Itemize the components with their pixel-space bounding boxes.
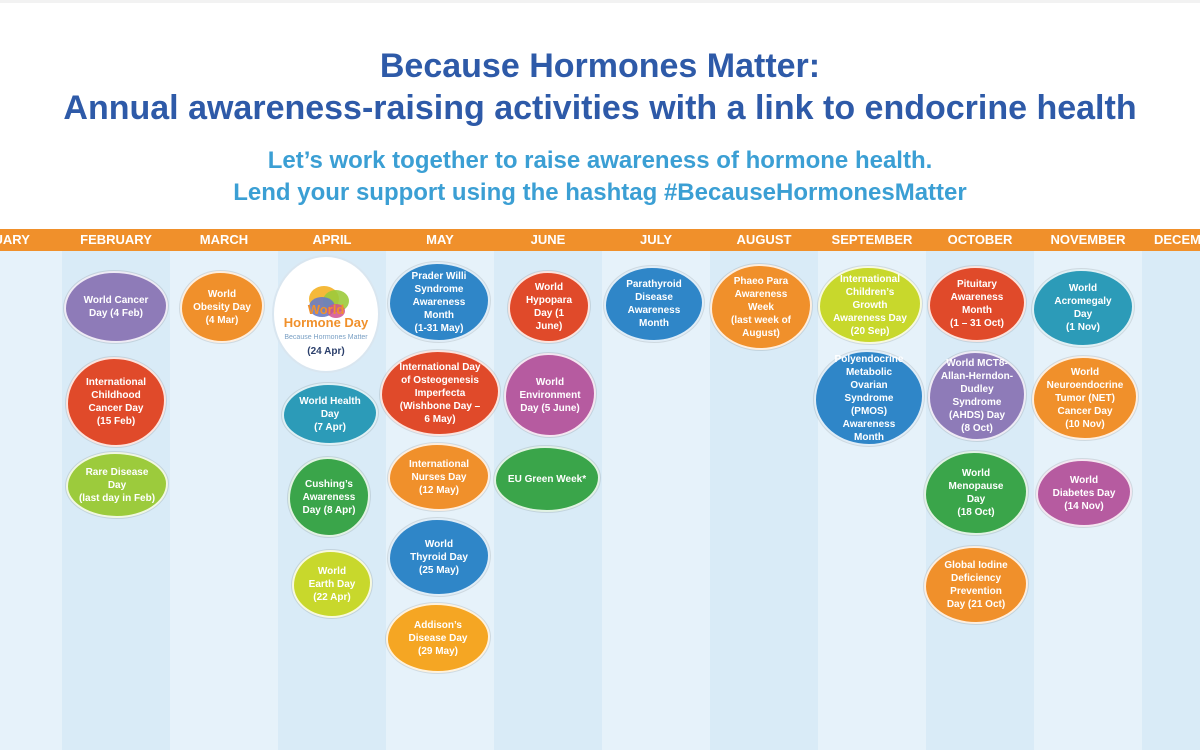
event-world-menopause-day[interactable]: World Menopause Day (18 Oct)	[924, 451, 1028, 535]
subtitle-line-2: Lend your support using the hashtag #Bec…	[233, 179, 967, 206]
whd-tagline: Because Hormones Matter	[284, 334, 368, 341]
event-world-hypopara-day[interactable]: World Hypopara Day (1 June)	[508, 271, 590, 343]
event-world-diabetes-day[interactable]: World Diabetes Day (14 Nov)	[1036, 459, 1132, 527]
month-july: JULY	[639, 232, 673, 247]
month-header-bar: NUARY FEBRUARY MARCH APRIL MAY JUNE JULY…	[0, 229, 1200, 251]
month-april: APRIL	[312, 232, 352, 247]
month-february: FEBRUARY	[80, 232, 152, 247]
event-pmos-awareness-month[interactable]: Polyendocrine Metabolic Ovarian Syndrome…	[814, 350, 924, 446]
event-prader-willi-awareness-month[interactable]: Prader Willi Syndrome Awareness Month (1…	[388, 262, 490, 342]
month-november: NOVEMBER	[1050, 232, 1126, 247]
page-title-line-1: Because Hormones Matter:	[379, 47, 821, 85]
event-world-health-day[interactable]: World Health Day (7 Apr)	[282, 383, 378, 445]
event-osteogenesis-imperfecta-day[interactable]: International Day of Osteogenesis Imperf…	[380, 350, 500, 436]
event-cushings-awareness-day[interactable]: Cushing’s Awareness Day (8 Apr)	[288, 457, 370, 537]
event-world-acromegaly-day[interactable]: World Acromegaly Day (1 Nov)	[1032, 269, 1134, 347]
event-phaeo-para-awareness-week[interactable]: Phaeo Para Awareness Week (last week of …	[710, 264, 812, 350]
event-international-nurses-day[interactable]: International Nurses Day (12 May)	[388, 443, 490, 511]
event-world-environment-day[interactable]: World Environment Day (5 June)	[504, 353, 596, 437]
column-january	[0, 251, 62, 750]
event-pituitary-awareness-month[interactable]: Pituitary Awareness Month (1 – 31 Oct)	[928, 266, 1026, 342]
event-international-childrens-growth-awareness-day[interactable]: International Children’s Growth Awarenes…	[818, 266, 922, 344]
event-world-net-cancer-day[interactable]: World Neuroendocrine Tumor (NET) Cancer …	[1032, 356, 1138, 440]
whd-date: (24 Apr)	[307, 346, 345, 357]
event-world-thyroid-day[interactable]: World Thyroid Day (25 May)	[388, 518, 490, 596]
event-eu-green-week[interactable]: EU Green Week*	[494, 446, 600, 512]
month-may: MAY	[426, 232, 454, 247]
month-september: SEPTEMBER	[831, 232, 913, 247]
world-hormone-day-badge[interactable]: World Hormone Day Because Hormones Matte…	[272, 255, 380, 373]
event-parathyroid-disease-awareness-month[interactable]: Parathyroid Disease Awareness Month	[604, 266, 704, 342]
month-december: DECEM	[1154, 232, 1200, 247]
whd-logo-line-1: World	[307, 302, 345, 317]
month-august: AUGUST	[736, 232, 792, 247]
column-december	[1142, 251, 1200, 750]
event-world-obesity-day[interactable]: World Obesity Day (4 Mar)	[180, 271, 264, 343]
event-world-mct8-ahds-day[interactable]: World MCT8- Allan-Herndon- Dudley Syndro…	[928, 351, 1026, 441]
event-world-cancer-day[interactable]: World Cancer Day (4 Feb)	[64, 271, 168, 343]
event-addisons-disease-day[interactable]: Addison’s Disease Day (29 May)	[386, 603, 490, 673]
month-june: JUNE	[530, 232, 566, 247]
whd-logo-line-2: Hormone Day	[283, 315, 369, 330]
top-divider	[0, 0, 1200, 3]
event-international-childhood-cancer-day[interactable]: International Childhood Cancer Day (15 F…	[66, 357, 166, 447]
event-world-earth-day[interactable]: World Earth Day (22 Apr)	[292, 550, 372, 618]
page-title-line-2: Annual awareness-raising activities with…	[63, 89, 1137, 127]
world-hormone-day-title: World Hormone Day	[274, 303, 378, 329]
month-march: MARCH	[199, 232, 249, 247]
month-january: NUARY	[0, 232, 30, 247]
subtitle-line-1: Let’s work together to raise awareness o…	[267, 147, 933, 174]
event-global-iodine-deficiency-prevention-day[interactable]: Global Iodine Deficiency Prevention Day …	[924, 546, 1028, 624]
event-rare-disease-day[interactable]: Rare Disease Day (last day in Feb)	[66, 452, 168, 518]
world-hormone-day-logo-icon	[309, 286, 349, 318]
month-october: OCTOBER	[947, 232, 1013, 247]
